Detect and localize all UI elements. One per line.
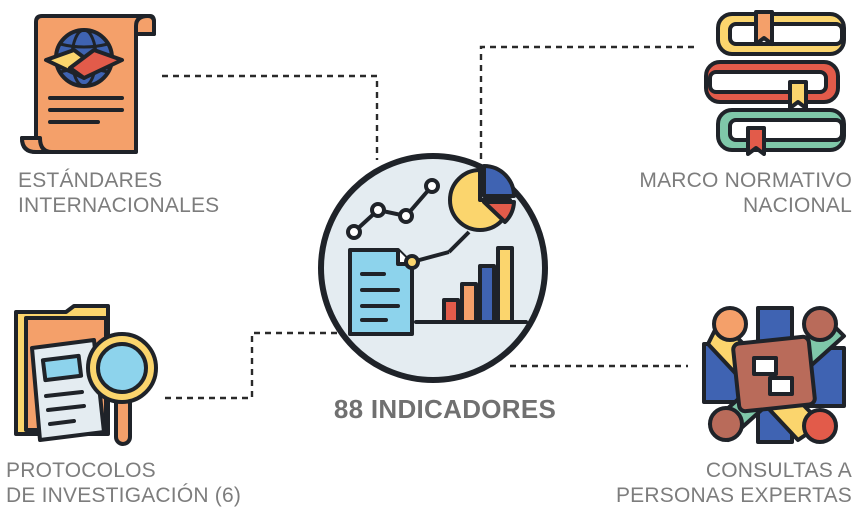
label-bottom-left-line2: DE INVESTIGACIÓN (6) [6,484,242,507]
label-top-left-line1: ESTÁNDARES [18,169,163,192]
label-bottom-left-line1: PROTOCOLOS [6,459,156,482]
label-top-left-line2: INTERNACIONALES [18,194,220,217]
expert-meeting-icon [702,306,846,444]
label-top-right-line1: MARCO NORMATIVO [639,169,852,192]
international-agreement-icon [20,14,156,154]
label-top-left: ESTÁNDARES INTERNACIONALES [18,168,219,218]
books-icon [704,10,846,156]
connector-top-left [162,74,379,160]
data-analytics-icon [318,153,548,383]
label-bottom-left: PROTOCOLOS DE INVESTIGACIÓN (6) [6,458,241,508]
research-documents-magnifier-icon [14,304,158,446]
label-bottom-right-line2: PERSONAS EXPERTAS [615,484,852,507]
connector-bottom-left [165,331,339,400]
label-top-right: MARCO NORMATIVO NACIONAL [639,168,852,218]
label-bottom-right-line1: CONSULTAS A [705,459,852,482]
connector-top-right [479,45,694,160]
label-top-right-line2: NACIONAL [743,194,852,217]
label-bottom-right: CONSULTAS A PERSONAS EXPERTAS [616,458,852,508]
center-title: 88 INDICADORES [333,394,557,424]
